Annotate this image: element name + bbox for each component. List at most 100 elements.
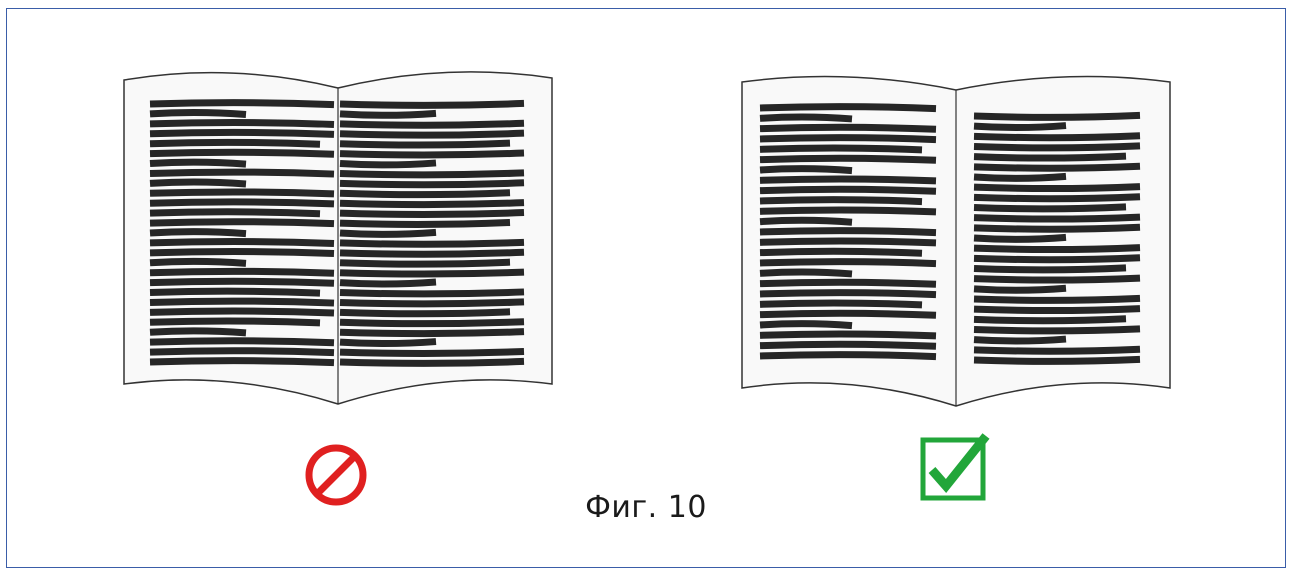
text-line-bar xyxy=(759,299,923,309)
text-line-bar xyxy=(149,317,321,327)
text-line-bar xyxy=(149,238,335,248)
text-line-bar xyxy=(759,216,853,226)
text-line-bar xyxy=(973,223,1141,233)
text-line-bar xyxy=(973,142,1141,152)
text-line-bar xyxy=(339,308,511,318)
text-line-bar xyxy=(149,168,335,178)
text-line-bar xyxy=(149,277,335,287)
text-line-bar xyxy=(149,128,335,138)
text-line-bar xyxy=(973,274,1141,284)
text-line-bar xyxy=(759,144,923,154)
text-line-bar xyxy=(759,206,937,216)
text-line-bar xyxy=(149,218,335,228)
text-line-bar xyxy=(759,320,853,330)
text-line-bar xyxy=(759,134,937,144)
text-line-bar xyxy=(973,355,1141,365)
text-line-bar xyxy=(149,257,247,267)
text-line-bar xyxy=(339,268,525,278)
text-line-bar xyxy=(973,315,1127,325)
text-line-bar xyxy=(759,165,853,175)
figure-caption: Фиг. 10 xyxy=(585,490,707,525)
text-line-bar xyxy=(973,193,1141,203)
text-line-bar xyxy=(149,287,321,297)
text-line-bar xyxy=(339,109,437,119)
text-line-bar xyxy=(339,119,525,129)
text-line-bar xyxy=(339,189,511,199)
text-line-bar xyxy=(339,169,525,179)
text-line-bar xyxy=(973,111,1141,121)
text-line-bar xyxy=(149,138,321,148)
text-line-bar xyxy=(149,327,247,337)
text-line-bar xyxy=(973,284,1067,294)
text-line-bar xyxy=(339,179,525,189)
text-line-bar xyxy=(759,268,853,278)
text-line-bar xyxy=(149,158,247,168)
text-line-bar xyxy=(339,218,511,228)
text-line-bar xyxy=(973,152,1127,162)
text-line-bar xyxy=(759,154,937,164)
text-line-bar xyxy=(149,208,321,218)
text-line-bar xyxy=(973,325,1141,335)
text-line-bar xyxy=(973,213,1141,223)
text-line-bar xyxy=(973,345,1141,355)
text-line-bar xyxy=(759,237,937,247)
text-line-bar xyxy=(759,196,923,206)
book-correct-text-lines xyxy=(759,103,1141,365)
checkmark-box-icon xyxy=(918,432,996,506)
text-line-bar xyxy=(759,351,937,361)
text-line-bar xyxy=(149,198,335,208)
text-line-bar xyxy=(973,305,1141,315)
text-line-bar xyxy=(759,185,937,195)
text-line-bar xyxy=(339,347,525,357)
text-line-bar xyxy=(149,357,335,367)
text-line-bar xyxy=(149,337,335,347)
text-line-bar xyxy=(149,267,335,277)
text-line-bar xyxy=(339,238,525,248)
text-line-bar xyxy=(973,233,1067,243)
book-incorrect xyxy=(120,66,556,408)
text-line-bar xyxy=(149,297,335,307)
text-line-bar xyxy=(973,294,1141,304)
text-line-bar xyxy=(973,132,1141,142)
text-line-bar xyxy=(759,340,937,350)
book-incorrect-drawing xyxy=(123,71,553,405)
text-line-bar xyxy=(339,278,437,288)
text-line-bar xyxy=(339,318,525,328)
text-line-bar xyxy=(149,99,335,109)
text-line-bar xyxy=(339,209,525,219)
text-line-bar xyxy=(759,227,937,237)
text-line-bar xyxy=(759,113,853,123)
text-line-bar xyxy=(759,175,937,185)
text-line-bar xyxy=(973,122,1067,132)
text-line-bar xyxy=(759,309,937,319)
text-line-bar xyxy=(339,338,437,348)
text-line-bar xyxy=(149,228,247,238)
text-line-bar xyxy=(339,99,525,109)
text-line-bar xyxy=(339,159,437,169)
prohibited-icon xyxy=(303,442,369,512)
text-line-bar xyxy=(339,288,525,298)
text-line-bar xyxy=(149,148,335,158)
text-line-bar xyxy=(149,109,247,119)
text-line-bar xyxy=(759,123,937,133)
text-line-bar xyxy=(759,278,937,288)
text-line-bar xyxy=(339,328,525,338)
text-line-bar xyxy=(149,178,247,188)
text-line-bar xyxy=(149,188,335,198)
book-correct xyxy=(738,72,1174,410)
text-line-bar xyxy=(973,172,1067,182)
text-line-bar xyxy=(973,244,1141,254)
text-line-bar xyxy=(149,247,335,257)
text-line-bar xyxy=(339,149,525,159)
text-line-bar xyxy=(759,330,937,340)
text-line-bar xyxy=(149,118,335,128)
text-line-bar xyxy=(339,298,525,308)
text-line-bar xyxy=(339,248,525,258)
text-line-bar xyxy=(759,258,937,268)
text-line-bar xyxy=(339,228,437,238)
text-line-bar xyxy=(973,335,1067,345)
text-line-bar xyxy=(149,307,335,317)
text-line-bar xyxy=(339,199,525,209)
text-line-bar xyxy=(339,258,511,268)
text-line-bar xyxy=(973,183,1141,193)
